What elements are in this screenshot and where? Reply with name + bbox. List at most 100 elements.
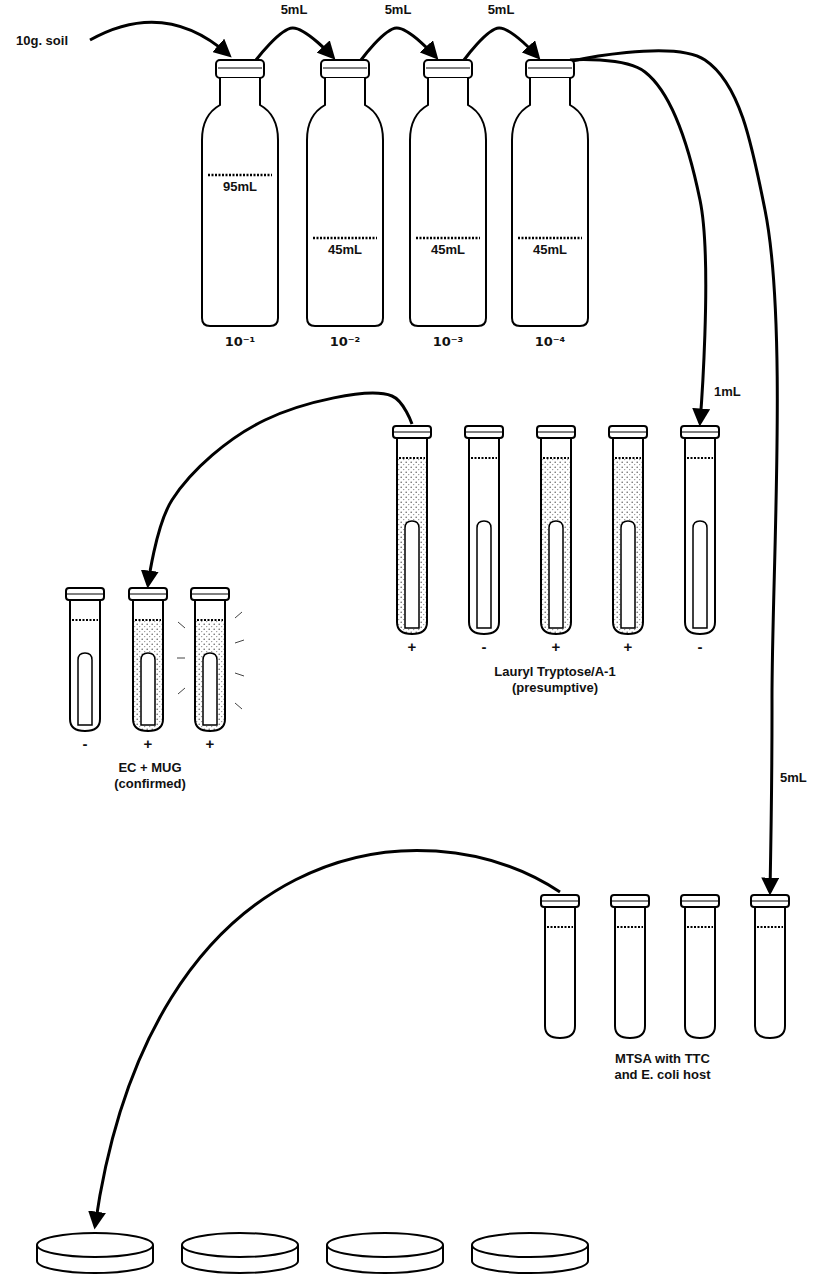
turbid-broth xyxy=(541,458,571,634)
result-sign: - xyxy=(678,638,722,657)
fluorescence-ray xyxy=(235,703,242,709)
durham-tube xyxy=(549,521,563,628)
fill-level xyxy=(416,237,480,240)
volume-label: 45mL xyxy=(303,242,387,258)
tube-body xyxy=(195,600,225,731)
result-sign: + xyxy=(126,735,170,754)
cap-rim xyxy=(130,594,166,595)
petri-plates xyxy=(37,1233,588,1273)
medium-label: EC + MUG (confirmed) xyxy=(90,760,210,793)
bottle-cap xyxy=(216,60,264,78)
dilution-label: 10⁻² xyxy=(303,334,387,350)
tube-body xyxy=(70,600,100,731)
medium-label: Lauryl Tryptose/A-1 (presumptive) xyxy=(470,664,640,697)
durham-tube xyxy=(693,521,707,628)
culture-tube: - xyxy=(63,588,107,757)
durham-tube xyxy=(141,653,155,725)
transfer-arrow xyxy=(361,28,436,60)
dilution-label: 10⁻³ xyxy=(406,334,490,350)
cap-rim xyxy=(682,901,718,902)
fluorescence-ray xyxy=(235,612,242,618)
bottle-cap xyxy=(526,60,574,78)
culture-tube: + xyxy=(390,426,434,660)
petri-plate-lid xyxy=(327,1233,443,1257)
cap-rim xyxy=(218,68,262,69)
cap-rim xyxy=(67,594,103,595)
tube-body xyxy=(755,907,785,1038)
culture-tube xyxy=(541,895,579,1038)
culture-tube xyxy=(611,895,649,1038)
culture-tube: + xyxy=(126,588,170,757)
cap-rim xyxy=(610,432,646,433)
bottle-body xyxy=(410,78,486,326)
node-outline xyxy=(508,60,592,360)
bottle-cap xyxy=(321,60,369,78)
dilution-bottle: 95mL10⁻¹ xyxy=(198,60,282,360)
cap-rim xyxy=(612,901,648,902)
node-outline xyxy=(534,426,578,660)
dilution-bottle: 45mL 10⁻² xyxy=(303,60,387,360)
durham-tube xyxy=(203,653,217,725)
node-outline xyxy=(198,60,282,360)
tube-cap xyxy=(393,426,431,438)
fill-level xyxy=(757,926,783,928)
node-outline xyxy=(406,60,490,360)
tube-group: MTSA with TTC and E. coli host xyxy=(530,895,795,1095)
fill-level xyxy=(687,926,713,928)
tube-cap xyxy=(129,588,167,600)
cap-rim xyxy=(538,432,574,433)
turbid-broth xyxy=(397,458,427,634)
turbid-broth xyxy=(195,620,225,731)
node-outline xyxy=(678,426,722,660)
transfer-arrow xyxy=(570,60,706,423)
fill-level xyxy=(471,457,497,459)
dilution-label: 10⁻⁴ xyxy=(508,334,592,350)
cap-rim xyxy=(426,68,470,69)
transfer-arrow xyxy=(90,22,229,55)
tube-cap xyxy=(537,426,575,438)
result-sign: + xyxy=(606,638,650,657)
volume-label: 45mL xyxy=(508,242,592,258)
tube-cap xyxy=(66,588,104,600)
tube-cap xyxy=(611,895,649,907)
tube-cap xyxy=(191,588,229,600)
fill-level xyxy=(135,619,161,621)
fill-level xyxy=(687,457,713,459)
culture-tube xyxy=(751,895,789,1038)
volume-label: 5mL xyxy=(486,2,517,18)
petri-plate-lid xyxy=(472,1233,588,1257)
cap-rim xyxy=(394,432,430,433)
result-sign: - xyxy=(63,735,107,754)
culture-tube: - xyxy=(678,426,722,660)
tube-cap xyxy=(681,895,719,907)
fill-level xyxy=(313,237,377,240)
fill-level xyxy=(547,926,573,928)
cap-rim xyxy=(542,901,578,902)
bottle-cap xyxy=(424,60,472,78)
dilution-bottle: 45mL 10⁻⁴ xyxy=(508,60,592,360)
node-outline xyxy=(188,588,232,757)
volume-label: 5mL xyxy=(778,770,809,786)
node-outline xyxy=(390,426,434,660)
bottle-body xyxy=(202,78,278,326)
node-outline xyxy=(63,588,107,757)
node-outline xyxy=(606,426,650,660)
tube-body xyxy=(541,438,571,634)
bottle-body xyxy=(307,78,383,326)
transfer-arrow xyxy=(148,393,412,585)
tube-body xyxy=(397,438,427,634)
volume-label: 5mL xyxy=(383,2,414,18)
tube-cap xyxy=(465,426,503,438)
volume-label: 1mL xyxy=(712,384,743,400)
cap-rim xyxy=(192,594,228,595)
bottle-body xyxy=(512,78,588,326)
turbid-broth xyxy=(133,620,163,731)
fluorescence-ray xyxy=(235,673,244,676)
node-outline xyxy=(303,60,387,360)
tube-cap xyxy=(751,895,789,907)
transfer-arrow xyxy=(95,850,560,1226)
durham-tube xyxy=(78,653,92,725)
durham-tube xyxy=(477,521,491,628)
dilution-label: 10⁻¹ xyxy=(198,334,282,350)
transfer-arrow xyxy=(464,28,538,60)
